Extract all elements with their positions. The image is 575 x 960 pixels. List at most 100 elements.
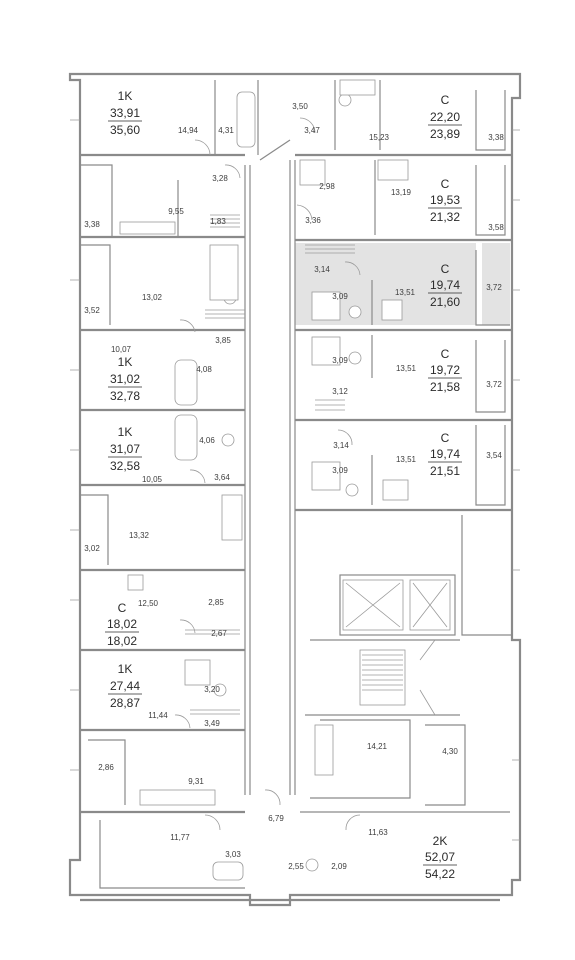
room-area: 3,09 [332, 466, 348, 475]
room-area: 3,09 [332, 292, 348, 301]
room-area: 9,55 [168, 207, 184, 216]
room-area: 3,20 [204, 685, 220, 694]
room-area: 13,51 [395, 288, 416, 297]
room-labels: 14,94 4,31 3,50 3,47 15,23 3,38 3,28 2,9… [84, 102, 504, 871]
total-area: 32,58 [110, 459, 140, 473]
room-area: 3,03 [225, 850, 241, 859]
room-area: 3,28 [212, 174, 228, 183]
room-area: 2,55 [288, 862, 304, 871]
room-area: 4,31 [218, 126, 234, 135]
apartment-a3: C 19,53 21,32 [428, 177, 462, 224]
room-area: 2,86 [98, 763, 114, 772]
total-area: 21,32 [430, 210, 460, 224]
room-area: 3,47 [304, 126, 320, 135]
room-area: 3,14 [333, 441, 349, 450]
room-area: 13,19 [391, 188, 412, 197]
apartment-a4: C 19,74 21,60 [428, 262, 462, 309]
living-area: 19,53 [430, 193, 460, 207]
living-area: 33,91 [110, 106, 140, 120]
living-area: 22,20 [430, 110, 460, 124]
room-area: 13,51 [396, 364, 417, 373]
right-dividers [295, 80, 512, 636]
room-area: 11,63 [368, 828, 388, 837]
stair-core [300, 574, 510, 813]
room-area: 4,08 [196, 365, 212, 374]
room-area: 3,49 [204, 719, 220, 728]
apartment-type: 1K [118, 89, 133, 103]
outer-walls [68, 72, 522, 907]
living-area: 19,74 [430, 278, 460, 292]
room-area: 14,21 [367, 742, 388, 751]
room-area: 13,51 [396, 455, 417, 464]
bathroom-fixtures [174, 91, 362, 881]
room-area: 13,02 [142, 293, 163, 302]
room-area: 10,07 [111, 345, 132, 354]
apartment-labels: 1K 33,91 35,60 C 22,20 23,89 C 19,53 21,… [105, 89, 462, 881]
door-swings [174, 117, 361, 831]
room-area: 3,72 [486, 283, 502, 292]
room-area: 3,58 [488, 223, 504, 232]
room-area: 6,79 [268, 814, 284, 823]
room-area: 15,23 [369, 133, 390, 142]
total-area: 21,60 [430, 295, 460, 309]
left-dividers [80, 80, 259, 889]
apartment-type: 2K [433, 834, 448, 848]
kitchen-fixtures [119, 79, 409, 806]
total-area: 32,78 [110, 389, 140, 403]
apartment-a1: 1K 33,91 35,60 [108, 89, 142, 137]
apartment-a8: C 19,74 21,51 [428, 431, 462, 478]
room-area: 3,36 [305, 216, 321, 225]
room-area: 3,85 [215, 336, 231, 345]
room-area: 12,50 [138, 599, 159, 608]
room-area: 1,83 [210, 217, 226, 226]
room-area: 10,05 [142, 475, 163, 484]
living-area: 52,07 [425, 850, 455, 864]
room-area: 11,77 [170, 833, 190, 842]
stair-marks [185, 214, 355, 715]
room-area: 3,72 [486, 380, 502, 389]
apartment-a10: 1K 27,44 28,87 [108, 662, 142, 710]
room-area: 4,30 [442, 747, 458, 756]
room-area: 3,02 [84, 544, 100, 553]
room-area: 3,64 [214, 473, 230, 482]
apartment-type: 1K [118, 425, 133, 439]
apartment-a11: 2K 52,07 54,22 [423, 834, 457, 881]
apartment-a2: C 22,20 23,89 [428, 93, 462, 141]
total-area: 23,89 [430, 127, 460, 141]
living-area: 19,74 [430, 447, 460, 461]
living-area: 31,07 [110, 442, 140, 456]
apartment-type: C [441, 431, 450, 445]
room-area: 11,44 [148, 711, 168, 720]
apartment-a5: 1K 31,02 32,78 [108, 355, 142, 403]
living-area: 31,02 [110, 372, 140, 386]
total-area: 28,87 [110, 696, 140, 710]
room-area: 13,32 [129, 531, 150, 540]
room-area: 3,52 [84, 306, 100, 315]
room-area: 3,54 [486, 451, 502, 460]
room-area: 3,38 [488, 133, 504, 142]
total-area: 21,58 [430, 380, 460, 394]
apartment-type: C [118, 601, 127, 615]
living-area: 18,02 [107, 617, 137, 631]
apartment-type: 1K [118, 662, 133, 676]
corridor-walls [244, 139, 296, 795]
room-area: 3,14 [314, 265, 330, 274]
room-area: 3,38 [84, 220, 100, 229]
apartment-type: C [441, 93, 450, 107]
apartment-type: C [441, 177, 450, 191]
total-area: 18,02 [107, 634, 137, 648]
living-area: 19,72 [430, 363, 460, 377]
total-area: 54,22 [425, 867, 455, 881]
room-area: 2,09 [331, 862, 347, 871]
total-area: 35,60 [110, 123, 140, 137]
room-area: 14,94 [178, 126, 199, 135]
room-area: 3,12 [332, 387, 348, 396]
room-area: 9,31 [188, 777, 204, 786]
room-area: 2,98 [319, 182, 335, 191]
total-area: 21,51 [430, 464, 460, 478]
room-area: 2,85 [208, 598, 224, 607]
room-area: 3,09 [332, 356, 348, 365]
apartment-a9: C 18,02 18,02 [105, 601, 139, 648]
living-area: 27,44 [110, 679, 140, 693]
